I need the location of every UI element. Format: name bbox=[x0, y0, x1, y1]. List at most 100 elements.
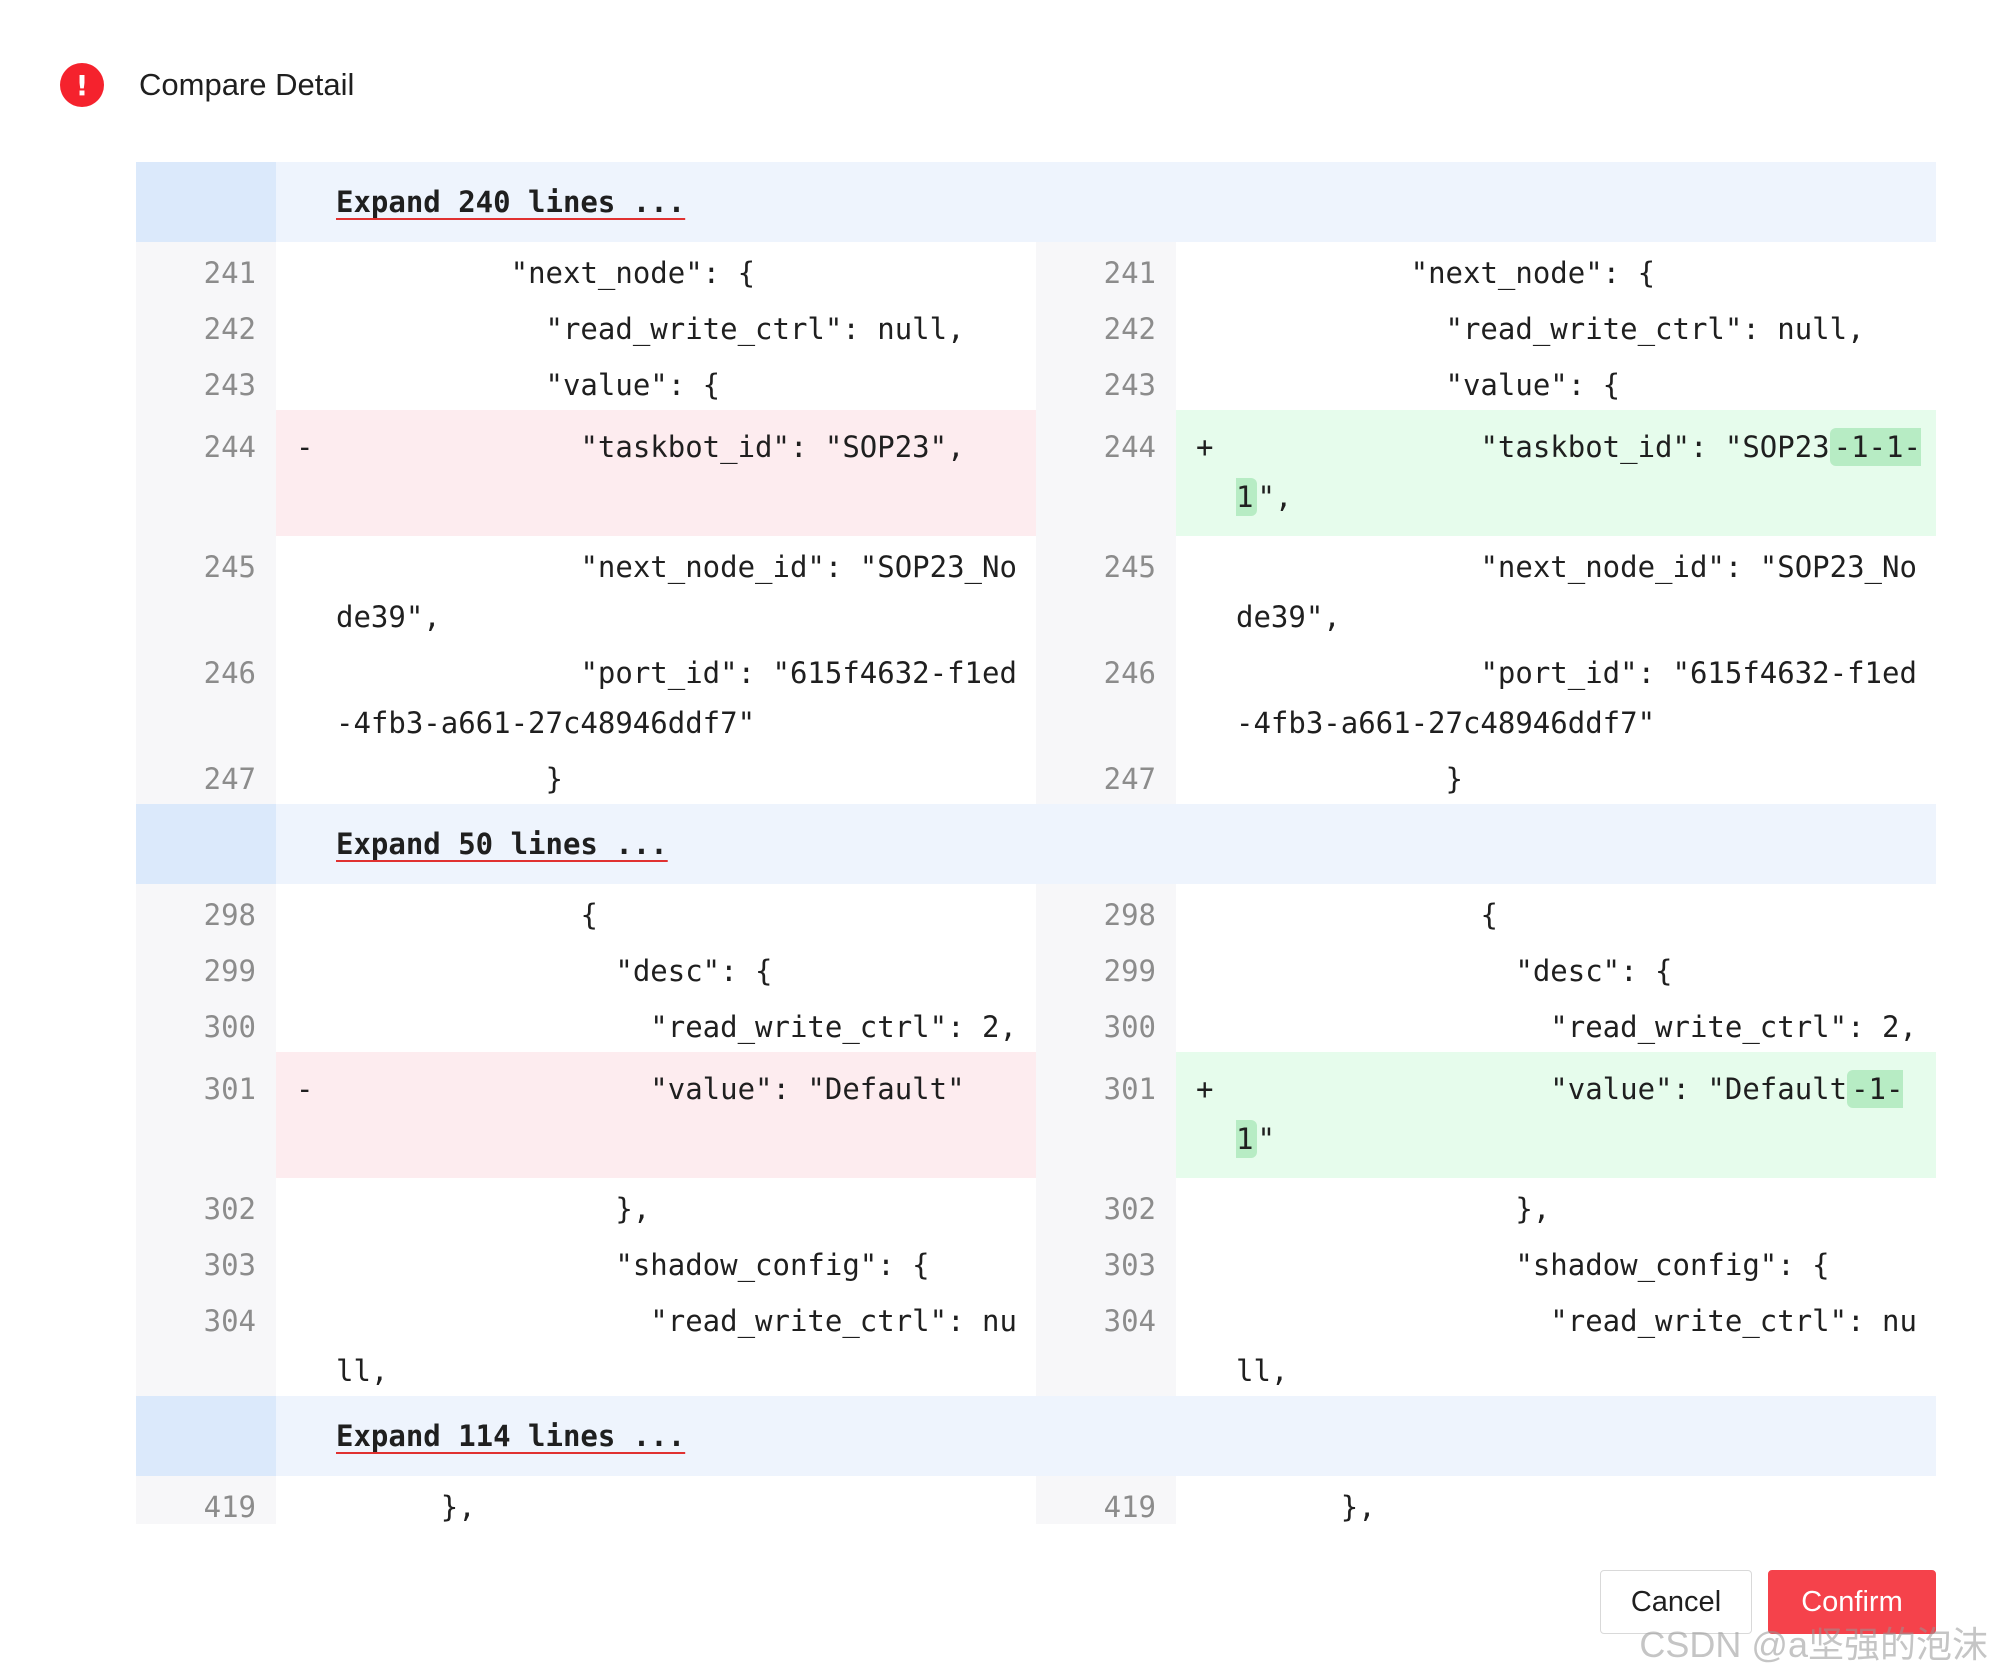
code-text: }, bbox=[336, 1490, 476, 1524]
insertion-marker: + bbox=[1196, 1072, 1214, 1106]
left-line-number: 303 bbox=[136, 1234, 276, 1290]
code-text: "next_node": { bbox=[1236, 256, 1656, 290]
expand-cell: Expand 50 lines ... bbox=[276, 804, 1936, 884]
right-code-line: "shadow_config": { bbox=[1176, 1234, 1936, 1290]
left-code-line: "shadow_config": { bbox=[276, 1234, 1036, 1290]
left-line-number: 301 bbox=[136, 1052, 276, 1178]
diff-changed-row: 244- "taskbot_id": "SOP23",244+ "taskbot… bbox=[136, 410, 1936, 536]
diff-context-row: 419 }, 419 }, bbox=[136, 1476, 1936, 1524]
expand-lines-link[interactable]: Expand 240 lines ... bbox=[336, 185, 686, 219]
diff-context-row: 246 "port_id": "615f4632-f1ed-4fb3-a661-… bbox=[136, 642, 1936, 748]
left-code-line: "desc": { bbox=[276, 940, 1036, 996]
diff-context-row: 300 "read_write_ctrl": 2,300 "read_write… bbox=[136, 996, 1936, 1052]
code-text: "read_write_ctrl": 2, bbox=[1236, 1010, 1917, 1044]
code-text: "read_write_ctrl": null, bbox=[1236, 1304, 1917, 1388]
expand-lines-link[interactable]: Expand 114 lines ... bbox=[336, 1419, 686, 1453]
expand-row: Expand 240 lines ... bbox=[136, 162, 1936, 242]
code-text: "desc": { bbox=[1236, 954, 1673, 988]
left-line-number: 298 bbox=[136, 884, 276, 940]
left-code-line: "next_node": { bbox=[276, 242, 1036, 298]
code-text: { bbox=[336, 898, 598, 932]
code-text: "next_node_id": "SOP23_Node39", bbox=[1236, 550, 1917, 634]
confirm-button[interactable]: Confirm bbox=[1768, 1570, 1936, 1634]
diff-context-row: 242 "read_write_ctrl": null, 242 "read_wr… bbox=[136, 298, 1936, 354]
expand-gutter bbox=[136, 1396, 276, 1476]
right-code-line: "value": { bbox=[1176, 354, 1936, 410]
right-line-number: 304 bbox=[1036, 1290, 1176, 1396]
right-line-number: 303 bbox=[1036, 1234, 1176, 1290]
left-code-line: "value": { bbox=[276, 354, 1036, 410]
left-line-number: 419 bbox=[136, 1476, 276, 1524]
diff-context-row: 241 "next_node": {241 "next_node": { bbox=[136, 242, 1936, 298]
right-line-number: 243 bbox=[1036, 354, 1176, 410]
code-text: ", bbox=[929, 430, 965, 464]
right-code-line: "next_node_id": "SOP23_Node39", bbox=[1176, 536, 1936, 642]
code-text: } bbox=[336, 762, 563, 796]
exclamation-circle-icon: ! bbox=[60, 63, 104, 107]
diff-table: Expand 240 lines ... 241 "next_node": { 24… bbox=[136, 162, 1936, 1524]
diff-context-row: 304 "read_write_ctrl": null,304 "read_wr… bbox=[136, 1290, 1936, 1396]
right-line-number: 299 bbox=[1036, 940, 1176, 996]
code-text: "shadow_config": { bbox=[1236, 1248, 1830, 1282]
code-text: "next_node": { bbox=[336, 256, 756, 290]
diff-viewer[interactable]: Expand 240 lines ... 241 "next_node": { 24… bbox=[136, 162, 1936, 1524]
left-line-number: 299 bbox=[136, 940, 276, 996]
code-text: "shadow_config": { bbox=[336, 1248, 930, 1282]
left-code-line: }, bbox=[276, 1476, 1036, 1524]
left-line-number: 242 bbox=[136, 298, 276, 354]
insertion-marker: + bbox=[1196, 430, 1214, 464]
code-text: "read_write_ctrl": 2, bbox=[336, 1010, 1017, 1044]
code-text: }, bbox=[1236, 1490, 1376, 1524]
left-line-number: 241 bbox=[136, 242, 276, 298]
expand-cell: Expand 114 lines ... bbox=[276, 1396, 1936, 1476]
right-code-line: } bbox=[1176, 748, 1936, 804]
diff-context-row: 302 },302 }, bbox=[136, 1178, 1936, 1234]
code-text: " bbox=[947, 1072, 965, 1106]
code-text: "desc": { bbox=[336, 954, 773, 988]
left-line-number: 244 bbox=[136, 410, 276, 536]
left-code-line: - "taskbot_id": "SOP23", bbox=[276, 410, 1036, 536]
left-line-number: 243 bbox=[136, 354, 276, 410]
right-code-line: + "value": "Default-1-1" bbox=[1176, 1052, 1936, 1178]
code-text: "value": "Default bbox=[336, 1072, 948, 1106]
expand-row: Expand 114 lines ... bbox=[136, 1396, 1936, 1476]
right-code-line: { bbox=[1176, 884, 1936, 940]
right-code-line: "read_write_ctrl": null, bbox=[1176, 298, 1936, 354]
right-line-number: 242 bbox=[1036, 298, 1176, 354]
code-text: "port_id": "615f4632-f1ed-4fb3-a661-27c4… bbox=[1236, 656, 1917, 740]
diff-changed-row: 301- "value": "Default"301+ "value": "De… bbox=[136, 1052, 1936, 1178]
left-code-line: "read_write_ctrl": null, bbox=[276, 1290, 1036, 1396]
code-text: { bbox=[1236, 898, 1498, 932]
diff-context-row: 299 "desc": { 299 "desc": { bbox=[136, 940, 1936, 996]
right-code-line: "read_write_ctrl": null, bbox=[1176, 1290, 1936, 1396]
right-line-number: 302 bbox=[1036, 1178, 1176, 1234]
deletion-marker: - bbox=[296, 430, 314, 464]
dialog-footer: Cancel Confirm bbox=[1600, 1570, 1936, 1634]
right-line-number: 419 bbox=[1036, 1476, 1176, 1524]
code-text: " bbox=[1257, 1122, 1275, 1156]
left-line-number: 247 bbox=[136, 748, 276, 804]
left-code-line: } bbox=[276, 748, 1036, 804]
expand-gutter bbox=[136, 162, 276, 242]
code-text: "taskbot_id": "SOP23 bbox=[1236, 430, 1830, 464]
expand-lines-link[interactable]: Expand 50 lines ... bbox=[336, 827, 668, 861]
diff-context-row: 298 {298 { bbox=[136, 884, 1936, 940]
code-text: } bbox=[1236, 762, 1463, 796]
code-text: "port_id": "615f4632-f1ed-4fb3-a661-27c4… bbox=[336, 656, 1017, 740]
code-text: "value": { bbox=[1236, 368, 1621, 402]
code-text: "read_write_ctrl": null, bbox=[1236, 312, 1865, 346]
watermark: CSDN @a坚强的泡沫 bbox=[1639, 1624, 1988, 1665]
dialog-header: ! Compare Detail bbox=[60, 60, 354, 110]
code-text: "read_write_ctrl": null, bbox=[336, 312, 965, 346]
code-text: "next_node_id": "SOP23_Node39", bbox=[336, 550, 1017, 634]
left-line-number: 300 bbox=[136, 996, 276, 1052]
cancel-button[interactable]: Cancel bbox=[1600, 1570, 1752, 1634]
right-code-line: "next_node": { bbox=[1176, 242, 1936, 298]
code-text: }, bbox=[336, 1192, 651, 1226]
right-line-number: 245 bbox=[1036, 536, 1176, 642]
code-text: "value": "Default bbox=[1236, 1072, 1848, 1106]
expand-row: Expand 50 lines ... bbox=[136, 804, 1936, 884]
code-text: }, bbox=[1236, 1192, 1551, 1226]
diff-context-row: 245 "next_node_id": "SOP23_Node39",245 "… bbox=[136, 536, 1936, 642]
right-code-line: + "taskbot_id": "SOP23-1-1-1", bbox=[1176, 410, 1936, 536]
